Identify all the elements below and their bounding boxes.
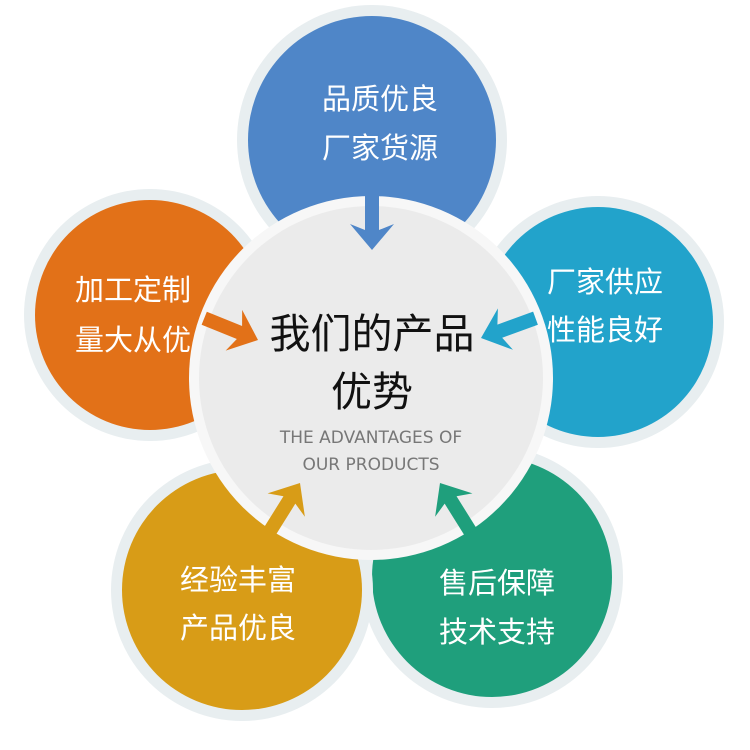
petal-quality-line2: 厂家货源 [322,131,438,165]
petal-service-line1: 售后保障 [439,566,555,600]
arrow-up-right-icon [263,483,305,536]
arrow-right-icon [201,309,258,351]
petal-service-line2: 技术支持 [439,615,555,649]
center-title-line2: 优势 [331,368,413,416]
center-subtitle-line2: OUR PRODUCTS [302,455,439,475]
petal-custom-line1: 加工定制 [75,273,191,307]
petal-custom-line2: 量大从优 [75,323,191,357]
arrow-down-icon [350,192,394,250]
petal-quality-line1: 品质优良 [322,82,438,116]
petal-supply-line1: 厂家供应 [547,265,663,299]
petal-quality [237,5,507,275]
arrow-up-left-icon [435,483,477,536]
petal-experience-line2: 产品优良 [180,611,296,645]
petal-experience-line1: 经验丰富 [180,563,296,597]
arrow-left-icon [481,308,538,350]
center-title-line1: 我们的产品 [270,310,475,358]
center-circle [199,206,543,550]
center-subtitle-line1: THE ADVANTAGES OF [279,428,462,448]
petal-supply-line2: 性能良好 [547,313,663,347]
